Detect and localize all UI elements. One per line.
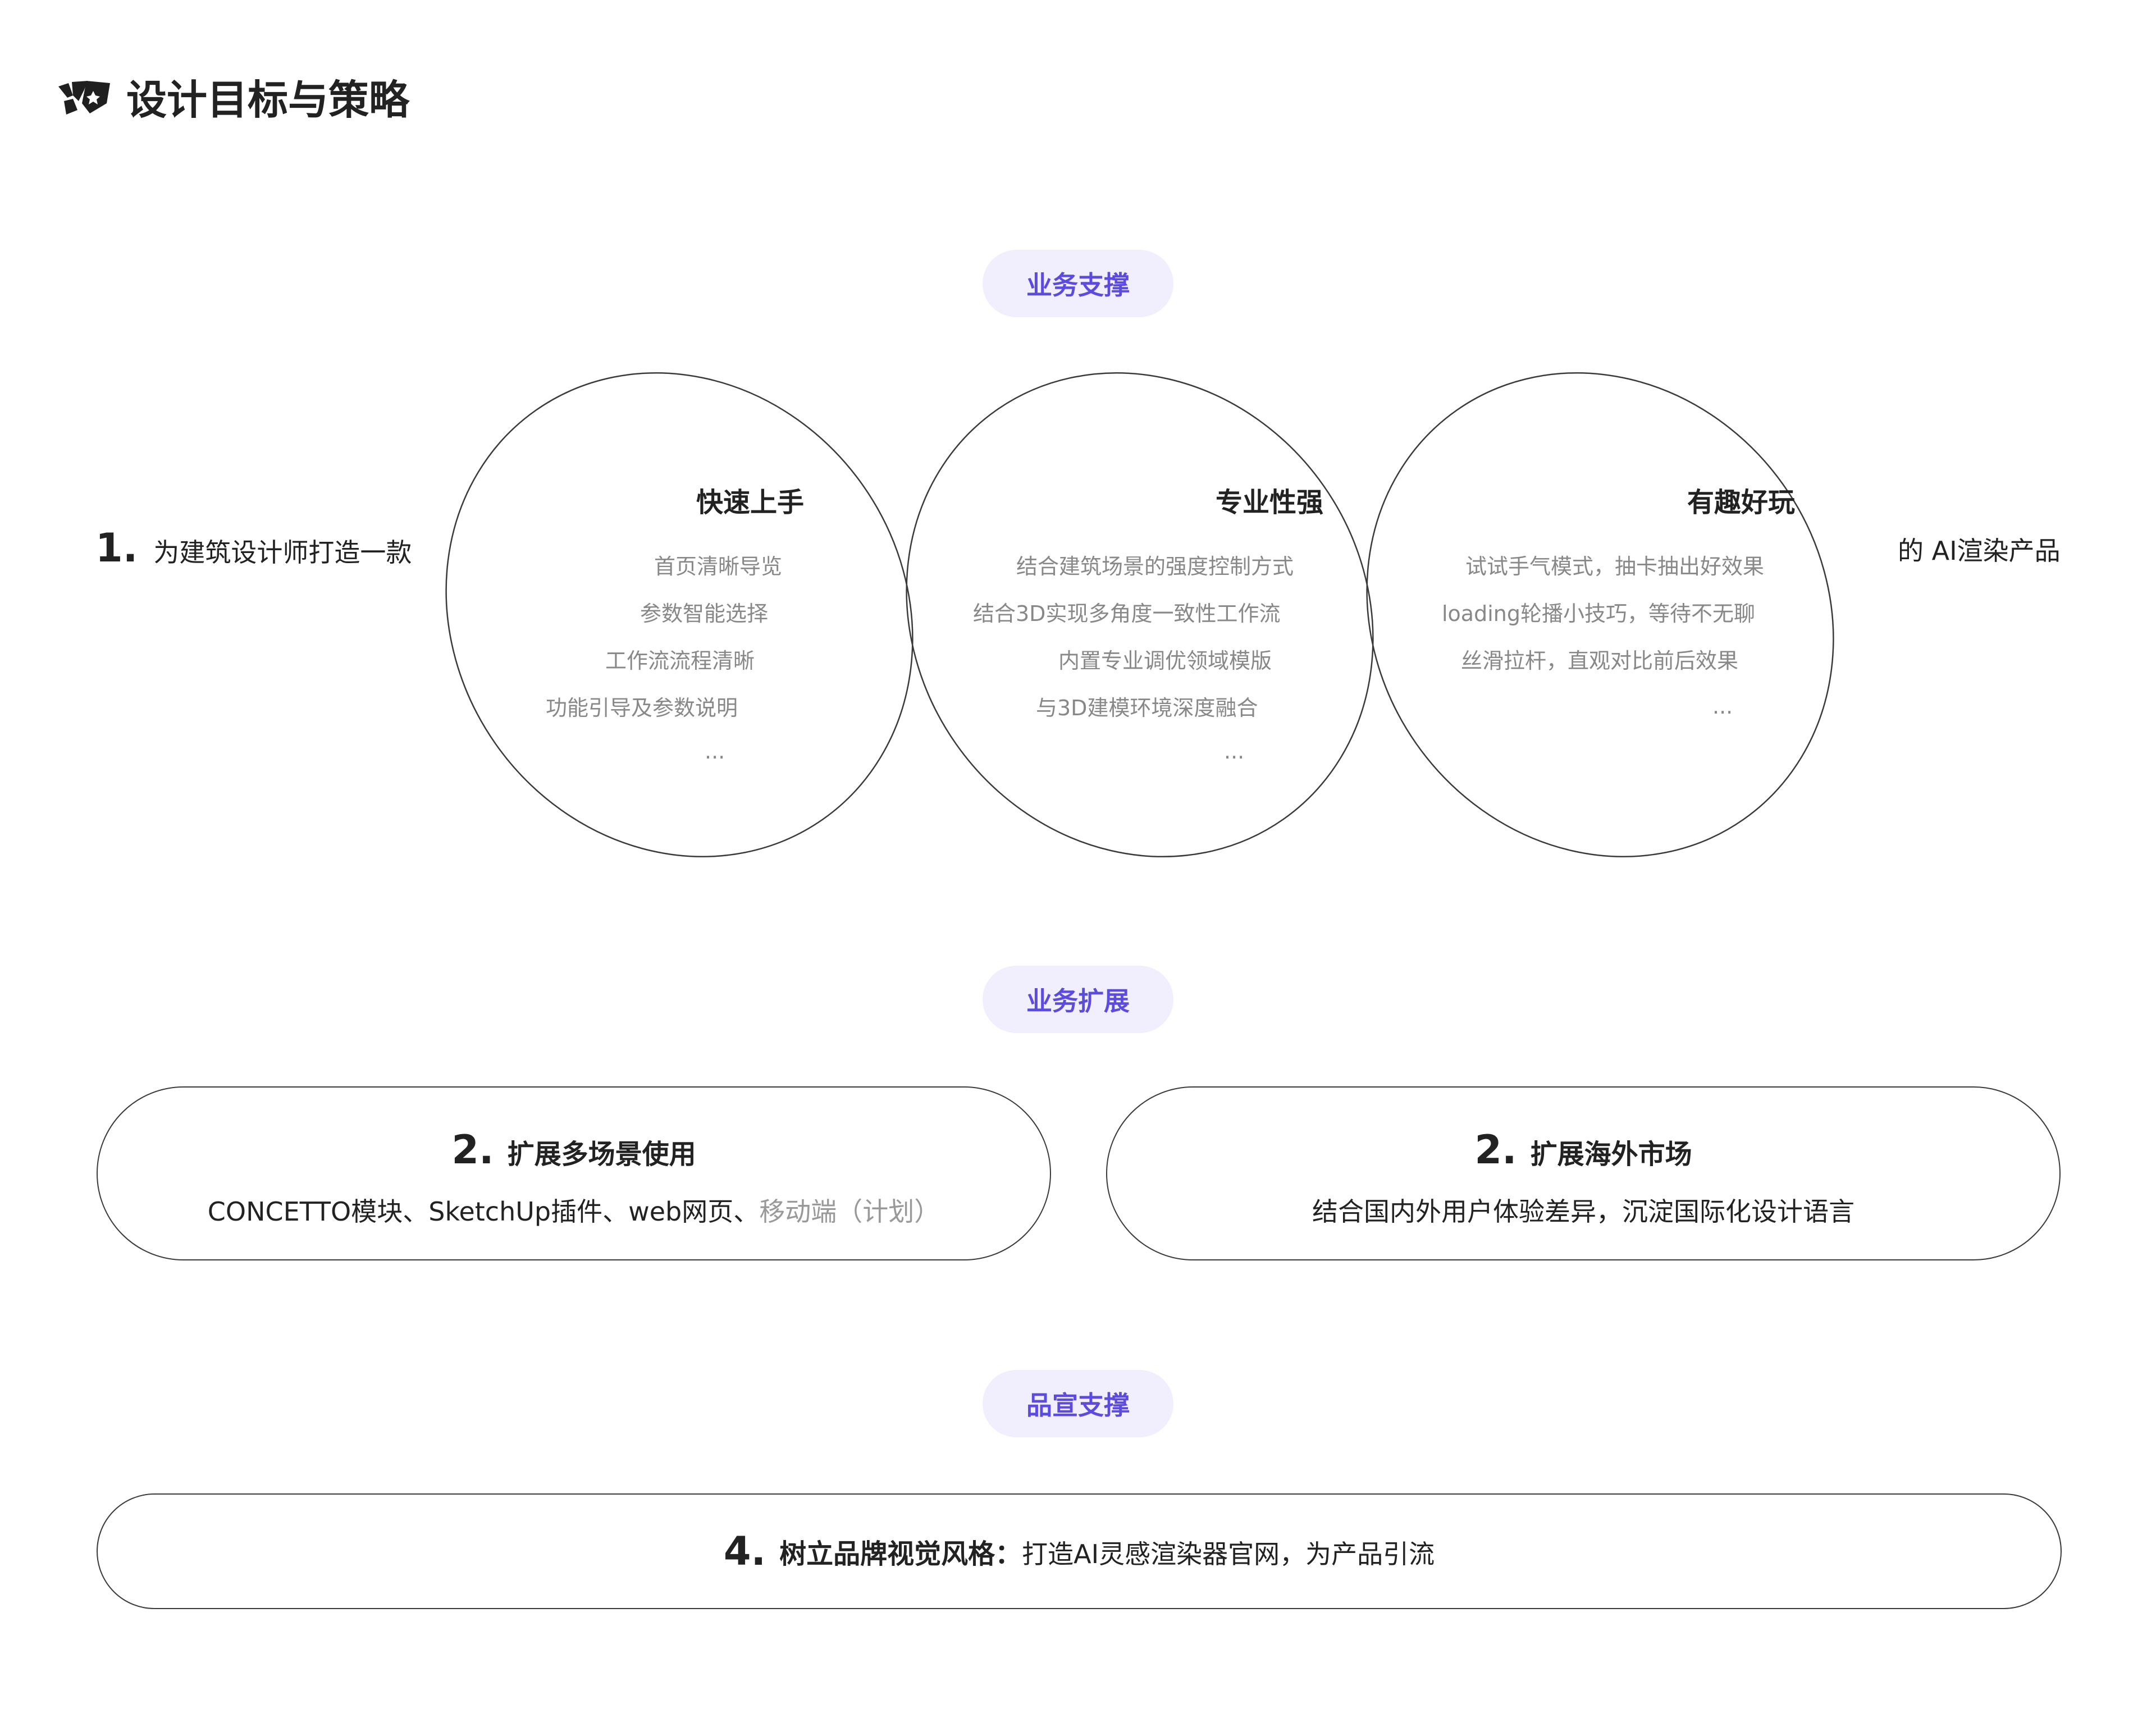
page-title: 设计目标与策略: [126, 76, 410, 124]
circle-3-item: 丝滑拉杆，直观对比前后效果: [1461, 648, 1739, 673]
circle-1-item: 参数智能选择: [640, 601, 769, 626]
venn-diagram: [445, 372, 1834, 857]
brand-number: 4.: [723, 1528, 766, 1574]
brand-logo-icon: [58, 81, 110, 115]
goal-prefix: 为建筑设计师打造一款: [153, 537, 412, 568]
goal-1-intro: 1. 为建筑设计师打造一款: [95, 525, 412, 571]
circle-3-item: loading轮播小技巧，等待不无聊: [1442, 601, 1755, 626]
card-subtitle-main: CONCETTO模块、SketchUp插件、web网页、: [207, 1196, 760, 1227]
expand-card-overseas: 2. 扩展海外市场 结合国内外用户体验差异，沉淀国际化设计语言: [1106, 1086, 2061, 1260]
goal-suffix: 的 AI渲染产品: [1898, 536, 2061, 566]
circle-1-item: 首页清晰导览: [654, 554, 783, 579]
card-number: 2.: [451, 1127, 494, 1173]
card-title: 扩展海外市场: [1530, 1139, 1692, 1170]
circle-2-item: 内置专业调优领域模版: [1058, 648, 1272, 673]
circle-2-item: 与3D建模环境深度融合: [1036, 696, 1258, 720]
card-subtitle: CONCETTO模块、SketchUp插件、web网页、移动端（计划）: [98, 1191, 1050, 1228]
circle-2-item: ...: [1224, 739, 1245, 764]
section-pill-support: 业务支撑: [983, 250, 1173, 317]
venn-circle-2: [906, 372, 1374, 857]
venn-circle-1: [445, 372, 913, 857]
card-title-row: 2. 扩展海外市场: [1107, 1127, 2059, 1173]
expand-card-scenarios: 2. 扩展多场景使用 CONCETTO模块、SketchUp插件、web网页、移…: [97, 1086, 1051, 1260]
goal-number: 1.: [95, 525, 138, 571]
card-title: 扩展多场景使用: [507, 1139, 696, 1170]
circle-1-title: 快速上手: [696, 487, 805, 518]
circle-3-item: ...: [1712, 694, 1733, 719]
circle-3-item: 试试手气模式，抽卡抽出好效果: [1465, 554, 1765, 579]
card-number: 2.: [1474, 1127, 1517, 1173]
circle-1-item: 工作流流程清晰: [605, 648, 755, 673]
brand-card: 4. 树立品牌视觉风格：打造AI灵感渲染器官网，为产品引流: [97, 1493, 2062, 1609]
circle-1-item: ...: [705, 739, 725, 764]
card-title-row: 2. 扩展多场景使用: [98, 1127, 1050, 1173]
brand-description: 打造AI灵感渲染器官网，为产品引流: [1022, 1539, 1435, 1569]
venn-circle-3: [1366, 372, 1834, 857]
circle-3-title: 有趣好玩: [1687, 487, 1796, 518]
brand-line: 4. 树立品牌视觉风格：打造AI灵感渲染器官网，为产品引流: [98, 1495, 2061, 1608]
circle-2-item: 结合建筑场景的强度控制方式: [1016, 554, 1294, 579]
section-pill-expand: 业务扩展: [983, 966, 1173, 1033]
brand-text: 树立品牌视觉风格：打造AI灵感渲染器官网，为产品引流: [779, 1532, 1435, 1571]
card-subtitle-muted: 移动端（计划）: [759, 1196, 940, 1227]
circle-2-item: 结合3D实现多角度一致性工作流: [973, 601, 1281, 626]
circle-1-item: 功能引导及参数说明: [546, 696, 738, 720]
section-pill-brand: 品宣支撑: [983, 1370, 1173, 1437]
circle-2-title: 专业性强: [1216, 487, 1324, 518]
brand-title: 树立品牌视觉风格：: [779, 1538, 1022, 1570]
card-subtitle: 结合国内外用户体验差异，沉淀国际化设计语言: [1312, 1196, 1854, 1227]
